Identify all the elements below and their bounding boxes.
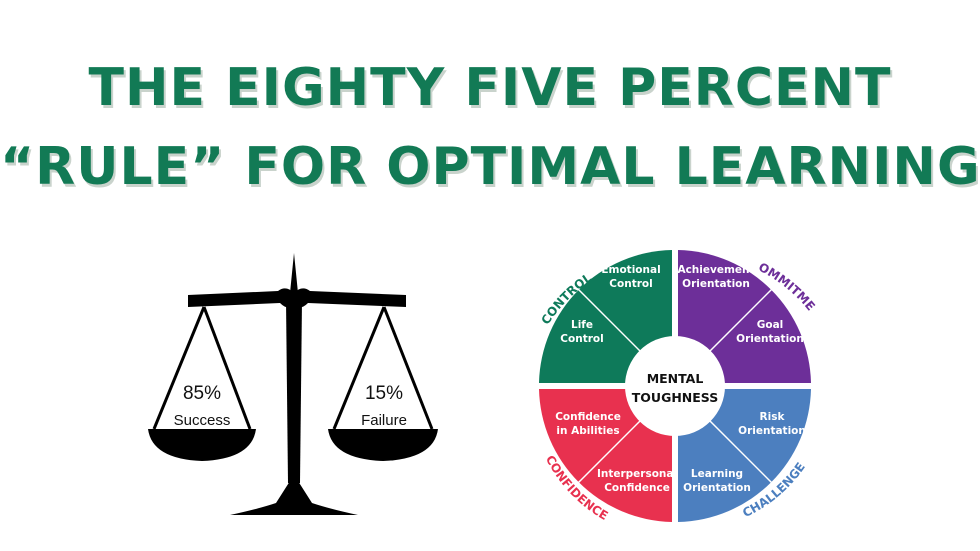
- interpersonal-confidence-label-line-1: Interpersonal: [597, 468, 677, 480]
- emotional-control-label-line-2: Control: [609, 278, 652, 290]
- success-label: Success: [174, 412, 231, 429]
- confidence-in-abilities-label-line-2: in Abilities: [556, 425, 619, 437]
- balance-scale-illustration: 85% Success 15% Failure: [148, 253, 438, 515]
- failure-label: Failure: [361, 412, 407, 429]
- center-label-line-2: TOUGHNESS: [632, 390, 718, 405]
- achievement-orientation-label-line-2: Orientation: [682, 278, 750, 290]
- interpersonal-confidence-label-line-2: Confidence: [604, 482, 670, 494]
- goal-orientation-label-line-2: Orientation: [736, 333, 804, 345]
- center-circle: [625, 336, 725, 436]
- achievement-orientation-label-line-1: Achievement: [677, 264, 754, 276]
- failure-percent: 15%: [365, 383, 403, 404]
- scale-icon: [148, 253, 438, 515]
- learning-orientation-label-line-2: Orientation: [683, 482, 751, 494]
- life-control-label-line-2: Control: [560, 333, 603, 345]
- mental-toughness-wheel: MENTAL TOUGHNESS Emotional Control Life …: [520, 235, 818, 523]
- goal-orientation-label-line-1: Goal: [757, 319, 784, 331]
- risk-orientation-label-line-1: Risk: [760, 411, 786, 423]
- life-control-label-line-1: Life: [571, 319, 593, 331]
- confidence-in-abilities-label-line-1: Confidence: [555, 411, 621, 423]
- risk-orientation-label-line-2: Orientation: [738, 425, 806, 437]
- center-label-line-1: MENTAL: [647, 371, 704, 386]
- page-title-line-1: THE EIGHTY FIVE PERCENT: [88, 58, 892, 118]
- learning-orientation-label-line-1: Learning: [691, 468, 743, 480]
- emotional-control-label-line-1: Emotional: [601, 264, 660, 276]
- success-percent: 85%: [183, 383, 221, 404]
- page-title-line-2: “RULE” FOR OPTIMAL LEARNING: [0, 137, 980, 197]
